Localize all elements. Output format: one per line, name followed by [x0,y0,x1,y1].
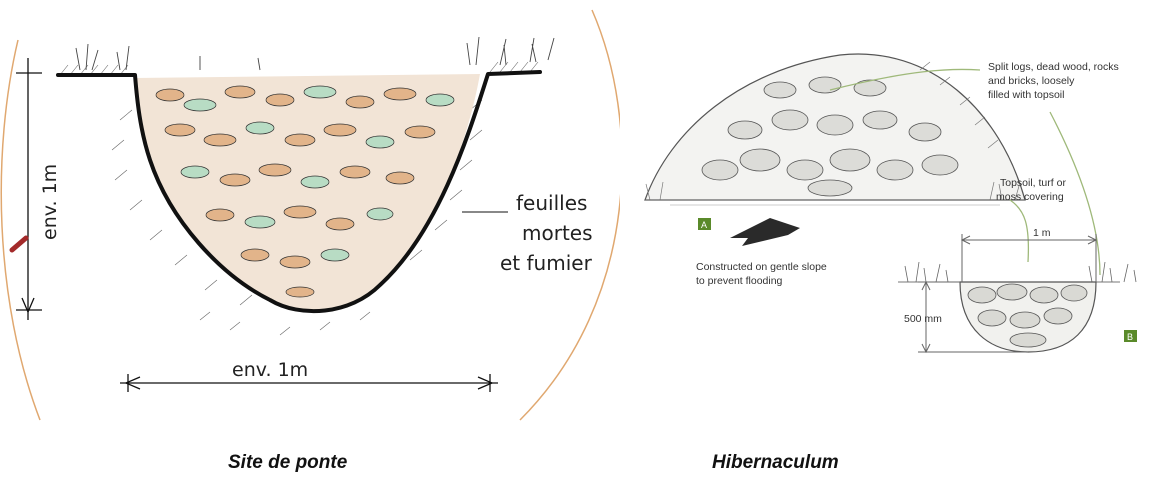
marker-b-label: B [1127,332,1133,342]
callout-covering-line-1: Topsoil, turf or [1000,177,1066,189]
width-label-b: 1 m [1033,227,1051,239]
egg-laying-site-diagram: env. 1m env. 1m feuilles mortes et fumie… [0,0,620,435]
slope-note-line-1: Constructed on gentle slope [696,261,827,273]
caption-hibernaculum: Hibernaculum [712,452,839,474]
depth-label: env. 1m [39,164,61,240]
width-dimension-b [962,234,1096,282]
width-label: env. 1m [232,359,308,381]
hibernaculum-sketch: Split logs, dead wood, rocks and bricks,… [630,0,1158,435]
callout-covering-leader [1010,200,1028,262]
pit-fill [135,74,480,311]
red-mark [12,238,26,250]
width-dimension [120,374,498,392]
callout-top-line-3: filled with topsoil [988,89,1064,101]
marker-a-label: A [701,220,707,230]
fill-label-line-2: mortes [522,221,593,245]
hibernaculum-diagram: Split logs, dead wood, rocks and bricks,… [630,0,1158,435]
fill-label-line-1: feuilles [516,191,587,215]
grass-tufts [76,37,554,70]
ground-grass-b [905,262,1136,282]
egg-laying-site-sketch: env. 1m env. 1m feuilles mortes et fumie… [0,0,620,435]
fill-label-line-3: et fumier [500,251,593,275]
depth-label-b: 500 mm [904,313,942,325]
callout-top-line-2: and bricks, loosely [988,75,1075,87]
frame-arc-left [1,40,40,420]
slope-arrow-icon [730,218,800,246]
caption-egg-laying-site: Site de ponte [228,452,347,474]
slope-note-line-2: to prevent flooding [696,275,783,287]
callout-top-line-1: Split logs, dead wood, rocks [988,61,1119,73]
callout-covering-line-2: moss covering [996,191,1064,203]
